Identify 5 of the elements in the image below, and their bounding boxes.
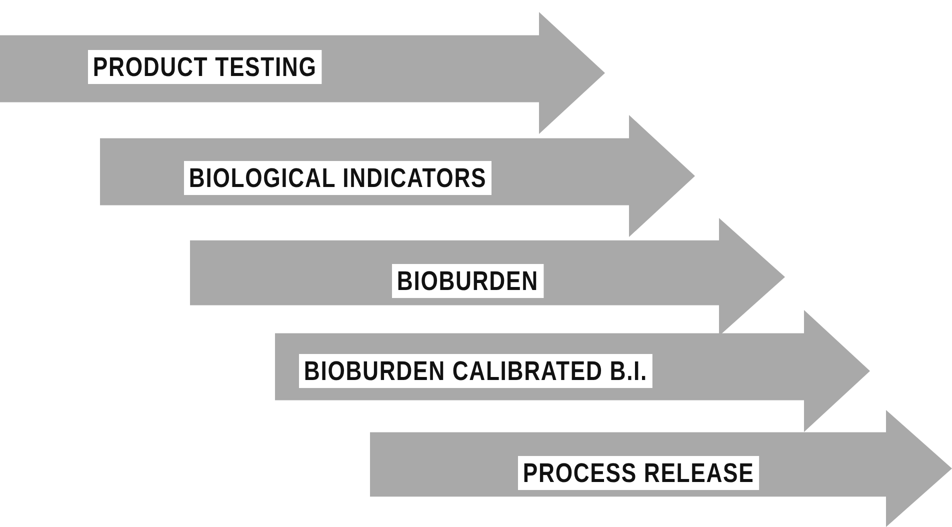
arrow-label: BIOBURDEN <box>392 264 544 298</box>
arrow-label: BIOLOGICAL INDICATORS <box>184 161 492 195</box>
arrow-label: PROCESS RELEASE <box>518 456 760 490</box>
arrow-label: BIOBURDEN CALIBRATED B.I. <box>299 354 652 388</box>
arrow-label: PRODUCT TESTING <box>88 50 322 84</box>
